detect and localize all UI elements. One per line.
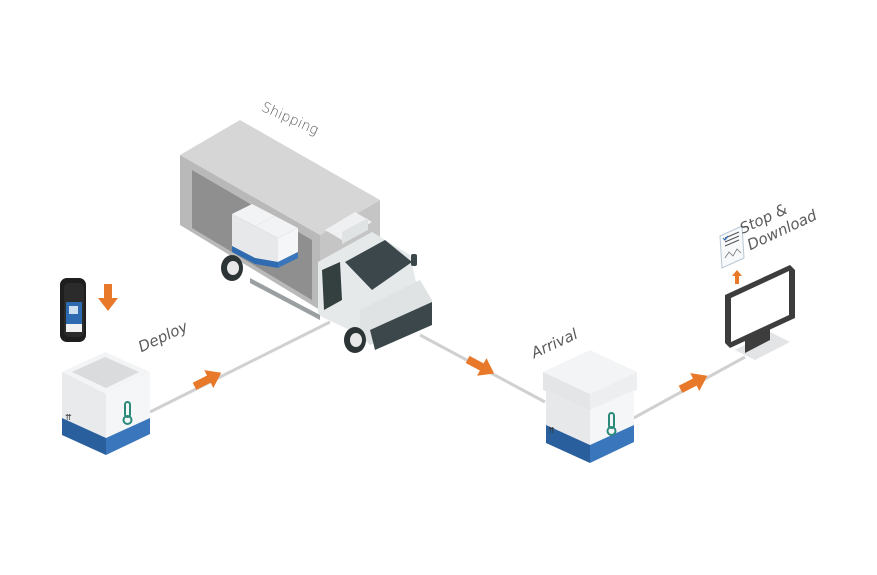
report-document-icon (719, 225, 745, 269)
data-logger-device-icon (60, 278, 86, 342)
flow-arrow-icon (192, 370, 222, 390)
up-arrow-icon (732, 270, 742, 284)
this-way-up-icon: ⇈ (548, 426, 555, 435)
thermometer-icon (606, 412, 617, 436)
thermometer-icon (122, 401, 133, 425)
insulated-box-icon: ⇈ (62, 352, 150, 455)
monitor-icon (725, 265, 795, 360)
this-way-up-icon: ⇈ (65, 413, 72, 422)
flow-arrow-icon (678, 373, 708, 393)
down-arrow-icon (98, 284, 118, 311)
sealed-box-icon: ⇈ (543, 350, 637, 463)
flow-arrow-icon (465, 355, 495, 376)
refrigerated-truck-icon (180, 120, 432, 353)
connector-deploy-shipping (149, 320, 331, 414)
